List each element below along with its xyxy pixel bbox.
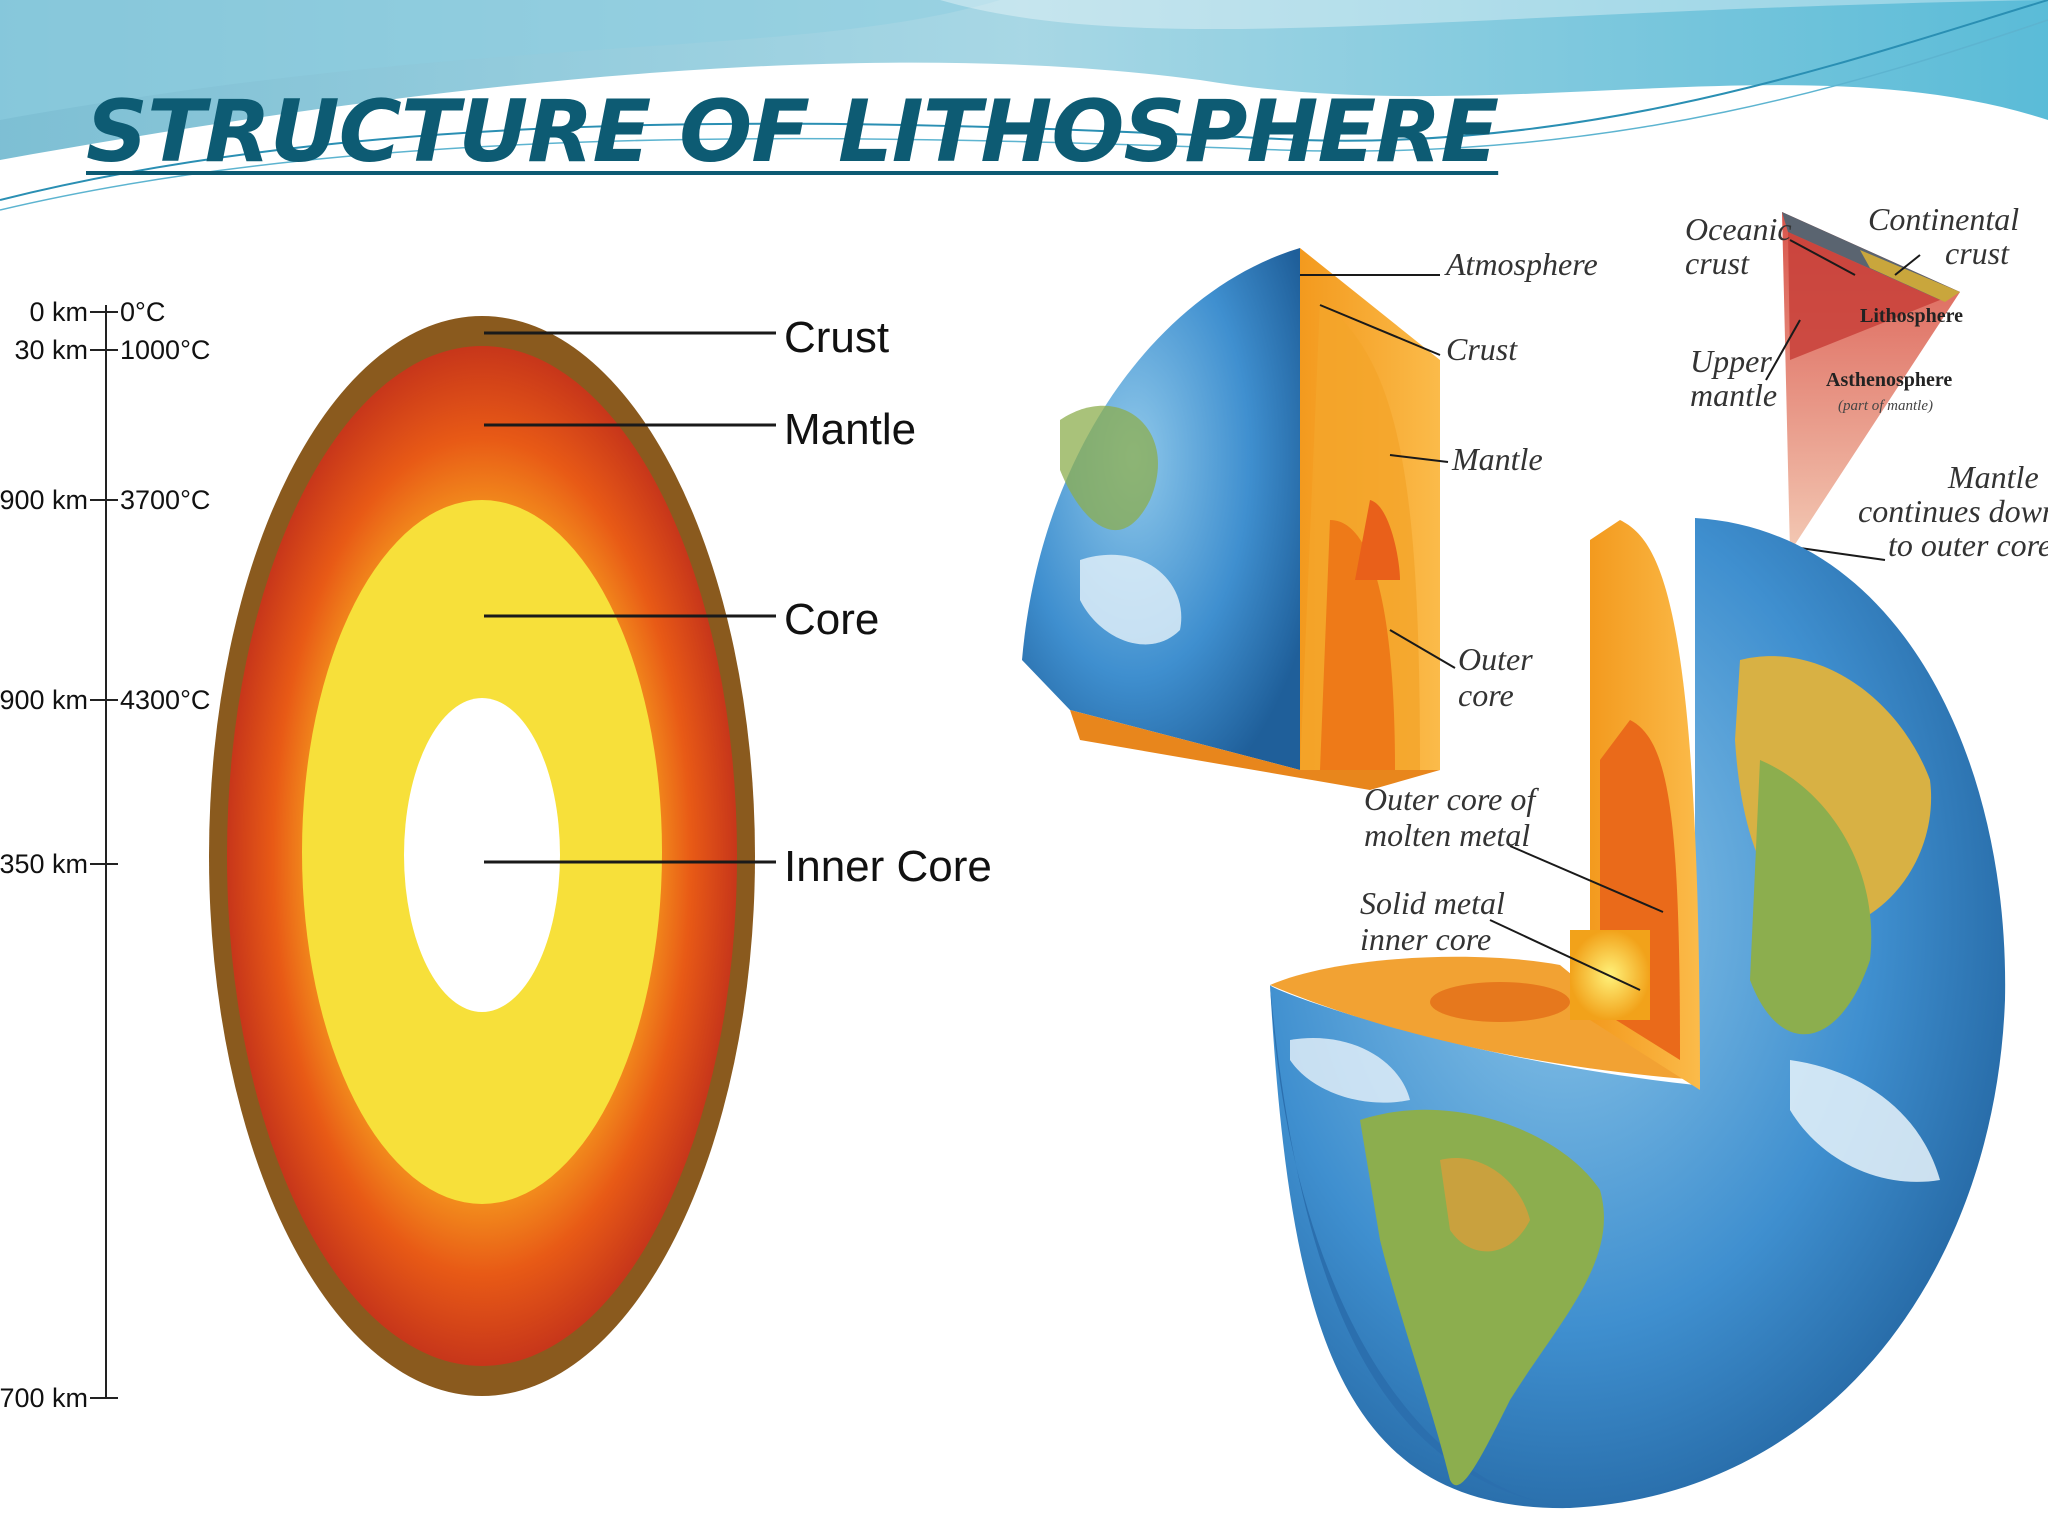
scale-depth-label: 5900 km	[0, 685, 88, 715]
large-earth-clouds	[1790, 1060, 1940, 1182]
left-earth-diagram: 0 km 0°C 30 km 1000°C 2900 km 3700°C 5900 km 43…	[0, 297, 992, 1413]
cutaway-earth-large	[1270, 518, 2006, 1509]
left-leader-lines	[484, 331, 776, 864]
scale-temp-label: 3700°C	[120, 485, 210, 515]
outer-core-label-l1: Outer	[1458, 641, 1533, 677]
outer-core-molten-label-l2: molten metal	[1364, 817, 1530, 853]
outer-core-molten-label-l1: Outer core of	[1364, 781, 1539, 817]
mantle-label-right: Mantle	[1451, 441, 1543, 477]
large-earth-africa-green	[1750, 760, 1872, 1035]
outer-core-label-l2: core	[1458, 677, 1514, 713]
header-wave-decoration	[0, 0, 2048, 211]
asthenosphere-label: Asthenosphere	[1826, 369, 1952, 391]
scale-depth-label: 0 km	[29, 297, 88, 327]
upper-mantle-label-l1: Upper	[1690, 343, 1772, 379]
core-label: Core	[784, 595, 879, 644]
small-earth-ocean	[1022, 248, 1300, 770]
oceanic-crust-label-l2: crust	[1685, 245, 1750, 281]
scale-temp-label: 0°C	[120, 297, 165, 327]
mantle-continues-label-l1: Mantle	[1947, 459, 2039, 495]
solid-inner-core-label-l1: Solid metal	[1360, 885, 1505, 921]
mantle-continues-label-l3: to outer core	[1888, 527, 2048, 563]
scale-depth-label: 6350 km	[0, 849, 88, 879]
mantle-label: Mantle	[784, 405, 916, 454]
scale-ticks: 0 km 0°C 30 km 1000°C 2900 km 3700°C 5900 km 43…	[0, 297, 210, 1413]
large-earth-south-america	[1360, 1109, 1604, 1486]
small-earth-outer-core	[1320, 520, 1395, 770]
crust-label-right: Crust	[1446, 331, 1518, 367]
continental-crust-label-l2: crust	[1945, 235, 2010, 271]
scale-depth-label: 30 km	[14, 335, 88, 365]
crust-wedge	[1782, 212, 1960, 552]
solid-inner-core-label-l2: inner core	[1360, 921, 1491, 957]
mantle-continues-label-l2: continues down	[1858, 493, 2048, 529]
wedge-leader-lines	[1765, 239, 1921, 561]
scale-temp-label: 1000°C	[120, 335, 210, 365]
inner-core-label: Inner Core	[784, 842, 992, 891]
small-earth-base	[1070, 710, 1440, 790]
scale-depth-label: 2900 km	[0, 485, 88, 515]
oceanic-crust-label-l1: Oceanic	[1685, 211, 1792, 247]
small-earth-clouds	[1080, 554, 1182, 645]
scale-temp-label: 4300°C	[120, 685, 210, 715]
crust-label: Crust	[784, 313, 889, 362]
upper-mantle-label-l2: mantle	[1690, 377, 1777, 413]
inner-core-layer	[404, 698, 560, 1012]
atmosphere-label: Atmosphere	[1444, 246, 1598, 282]
small-earth-leader-lines	[1300, 274, 1456, 669]
lithosphere-label: Lithosphere	[1860, 305, 1963, 327]
asthenosphere-sub-label: (part of mantle)	[1838, 398, 1933, 414]
small-earth-land	[1060, 405, 1158, 531]
scale-depth-label: 12700 km	[0, 1383, 88, 1413]
slide-title: STRUCTURE OF LITHOSPHERE	[86, 82, 1499, 182]
large-earth-leader-lines	[1489, 845, 1664, 991]
continental-crust-label-l1: Continental	[1868, 201, 2019, 237]
